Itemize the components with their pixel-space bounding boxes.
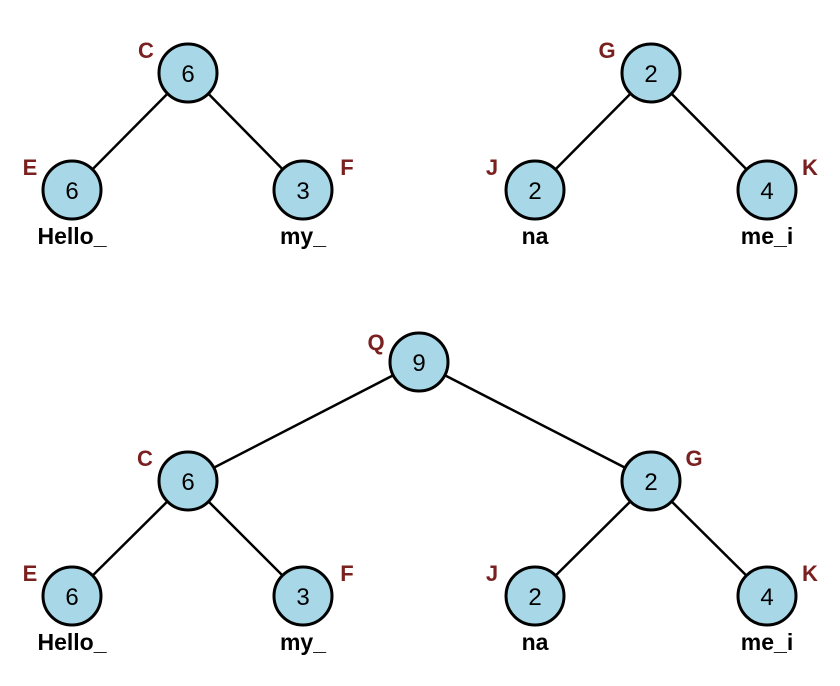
node-value: 9 [412,350,425,377]
node-value: 3 [296,584,309,611]
tree-1-node-E: 6 E Hello_ [23,155,107,249]
tree-3-node-J: 2 Jna [486,561,566,655]
node-circle [736,565,798,627]
node-letter-label: J [486,155,498,180]
node-circle [620,450,682,512]
node-letter-label: F [340,155,353,180]
node-value: 2 [528,584,541,611]
node-value: 2 [528,178,541,205]
node-value: 6 [65,178,78,205]
leaf-string-label: Hello_ [37,223,106,249]
node-letter-label: E [23,155,38,180]
node-letter-label: C [137,446,153,471]
leaf-string-label: me_i [741,629,793,655]
leaf-string-label: na [522,223,549,249]
node-circle [157,42,219,104]
node-circle [157,450,219,512]
node-letter-label: E [23,561,38,586]
node-letter-label: K [802,155,818,180]
node-circle [620,42,682,104]
tree-3-node-Q: 9Q [367,330,450,393]
node-circle [504,159,566,221]
node-letter-label: K [802,561,818,586]
leaf-string-label: my_ [280,629,326,655]
node-circle [272,159,334,221]
tree-3-node-K: 4 Kme_i [736,561,818,655]
tree-1-node-C: 6C [138,38,219,104]
node-circle [736,159,798,221]
tree-2-node-J: 2 Jna [486,155,566,249]
node-letter-label: G [598,38,615,63]
node-letter-label: G [685,446,702,471]
node-value: 2 [644,469,657,496]
tree-1-node-F: 3 Fmy_ [272,155,354,249]
nodes-layer: 6C6EHello_3Fmy_2G2Jna4Kme_i9Q6C2G6EHello… [23,38,818,655]
tree-3-node-F: 3 Fmy_ [272,561,354,655]
node-letter-label: F [340,561,353,586]
node-circle [504,565,566,627]
leaf-string-label: me_i [741,223,793,249]
tree-3-node-E: 6 E Hello_ [23,561,107,655]
node-value: 2 [644,61,657,88]
tree-3-node-G: 2G [620,446,703,512]
node-value: 6 [65,584,78,611]
node-letter-label: J [486,561,498,586]
tree-2-node-G: 2G [598,38,682,104]
node-value: 6 [181,61,194,88]
node-letter-label: C [138,38,154,63]
leaf-string-label: na [522,629,549,655]
leaf-string-label: Hello_ [37,629,106,655]
node-value: 4 [760,584,773,611]
node-value: 6 [181,469,194,496]
node-circle [41,159,103,221]
tree-2-node-K: 4 Kme_i [736,155,818,249]
node-value: 4 [760,178,773,205]
node-circle [388,331,450,393]
node-value: 3 [296,178,309,205]
node-letter-label: Q [367,330,384,355]
node-circle [41,565,103,627]
tree-3-edge-Q-C [187,360,420,483]
tree-3-node-C: 6C [137,446,219,512]
tree-3-edge-Q-G [418,360,652,483]
node-circle [272,565,334,627]
leaf-string-label: my_ [280,223,326,249]
